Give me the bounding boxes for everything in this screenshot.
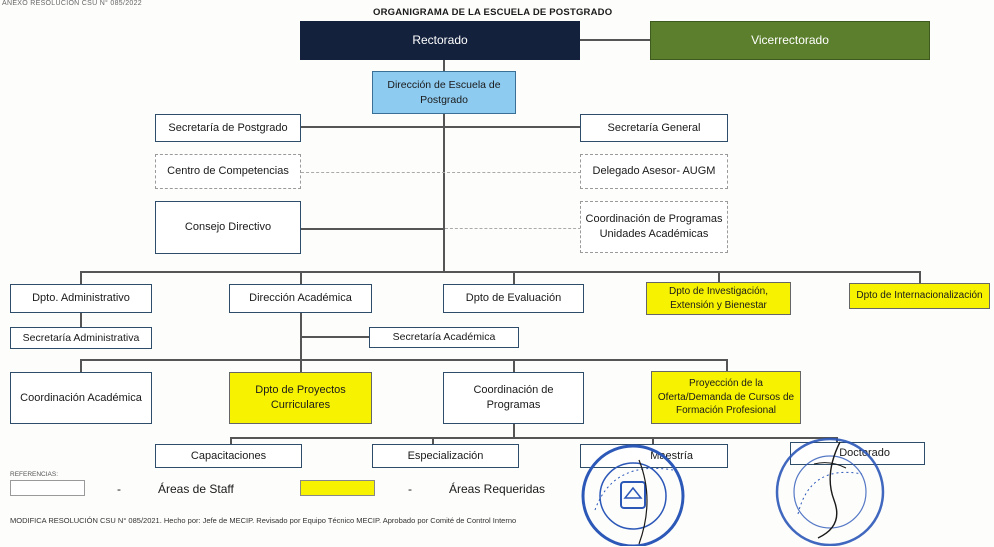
direccion-escuela-box: Dirección de Escuela de Postgrado xyxy=(372,71,516,114)
centro-competencias-box: Centro de Competencias xyxy=(155,154,301,189)
especializacion-box: Especialización xyxy=(372,444,519,468)
connector-drop-coord-acad xyxy=(80,359,82,372)
maestria-box: Maestría xyxy=(580,444,728,468)
secretaria-administrativa-box: Secretaría Administrativa xyxy=(10,327,152,349)
university-seal-icon xyxy=(581,444,685,546)
resolution-note: ANEXO RESOLUCIÓN CSU N° 085/2022 xyxy=(2,0,143,7)
connector-drop-proyectos xyxy=(300,359,302,372)
coordinacion-programas-box: Coordinación de Programas xyxy=(443,372,584,424)
connector-dept-bar xyxy=(80,271,921,273)
dpto-proyectos-box: Dpto de Proyectos Curriculares xyxy=(229,372,372,424)
legend-dash-2: - xyxy=(408,482,412,496)
footer-note: MODIFICA RESOLUCIÓN CSU N° 085/2021. Hec… xyxy=(10,516,517,525)
dpto-internacionalizacion-box: Dpto de Internacionalización xyxy=(849,283,990,309)
connector-drop-admin xyxy=(80,271,82,284)
legend-label: REFERENCIAS: xyxy=(10,471,59,478)
legend-required-swatch xyxy=(300,480,375,496)
connector-sec-academica xyxy=(300,336,369,338)
connector-staff-row1 xyxy=(301,172,581,173)
rectorado-box: Rectorado xyxy=(300,21,580,60)
connector-programs-bar xyxy=(230,437,838,439)
connector-secretarias xyxy=(301,126,581,128)
legend-required-text: Áreas Requeridas xyxy=(449,482,546,496)
connector-drop-direccion xyxy=(300,271,302,284)
connector-main-trunk xyxy=(443,114,445,272)
coordinacion-programas-ua-box: Coordinación de Programas Unidades Acadé… xyxy=(580,201,728,253)
secretaria-postgrado-box: Secretaría de Postgrado xyxy=(155,114,301,142)
connector-drop-coord-prog xyxy=(513,359,515,372)
connector-consejo xyxy=(301,228,443,230)
connector-drop-capacitaciones xyxy=(230,437,232,444)
coordinacion-academica-box: Coordinación Académica xyxy=(10,372,152,424)
legend-staff-swatch xyxy=(10,480,85,496)
legend-dash-1: - xyxy=(117,482,121,496)
proyeccion-oferta-box: Proyección de la Oferta/Demanda de Curso… xyxy=(651,371,801,424)
secretaria-general-box: Secretaría General xyxy=(580,114,728,142)
capacitaciones-box: Capacitaciones xyxy=(155,444,302,468)
connector-drop-evaluacion xyxy=(513,271,515,284)
consejo-directivo-box: Consejo Directivo xyxy=(155,201,301,254)
connector-admin-secretaria xyxy=(80,313,82,327)
dpto-evaluacion-box: Dpto de Evaluación xyxy=(443,284,584,313)
connector-coord-bar xyxy=(80,359,727,361)
dpto-administrativo-box: Dpto. Administrativo xyxy=(10,284,152,313)
legend-staff-text: Áreas de Staff xyxy=(158,482,234,496)
connector-academic-trunk xyxy=(300,313,302,373)
connector-drop-proyeccion xyxy=(726,359,728,371)
connector-rect-dir xyxy=(443,59,445,71)
dpto-investigacion-box: Dpto de Investigación, Extensión y Biene… xyxy=(646,282,791,315)
connector-drop-especializacion xyxy=(432,437,434,444)
connector-drop-investigacion xyxy=(718,271,720,282)
connector-programs-trunk xyxy=(513,424,515,438)
vicerrectorado-box: Vicerrectorado xyxy=(650,21,930,60)
secretaria-academica-box: Secretaría Académica xyxy=(369,327,519,348)
direccion-academica-box: Dirección Académica xyxy=(229,284,372,313)
connector-drop-maestria xyxy=(652,437,654,444)
connector-rect-vice xyxy=(580,39,650,41)
delegado-asesor-box: Delegado Asesor- AUGM xyxy=(580,154,728,189)
connector-drop-internacional xyxy=(919,271,921,283)
connector-staff-row2 xyxy=(445,228,581,229)
university-seal-icon xyxy=(775,437,885,546)
page-title: ORGANIGRAMA DE LA ESCUELA DE POSTGRADO xyxy=(373,7,613,18)
